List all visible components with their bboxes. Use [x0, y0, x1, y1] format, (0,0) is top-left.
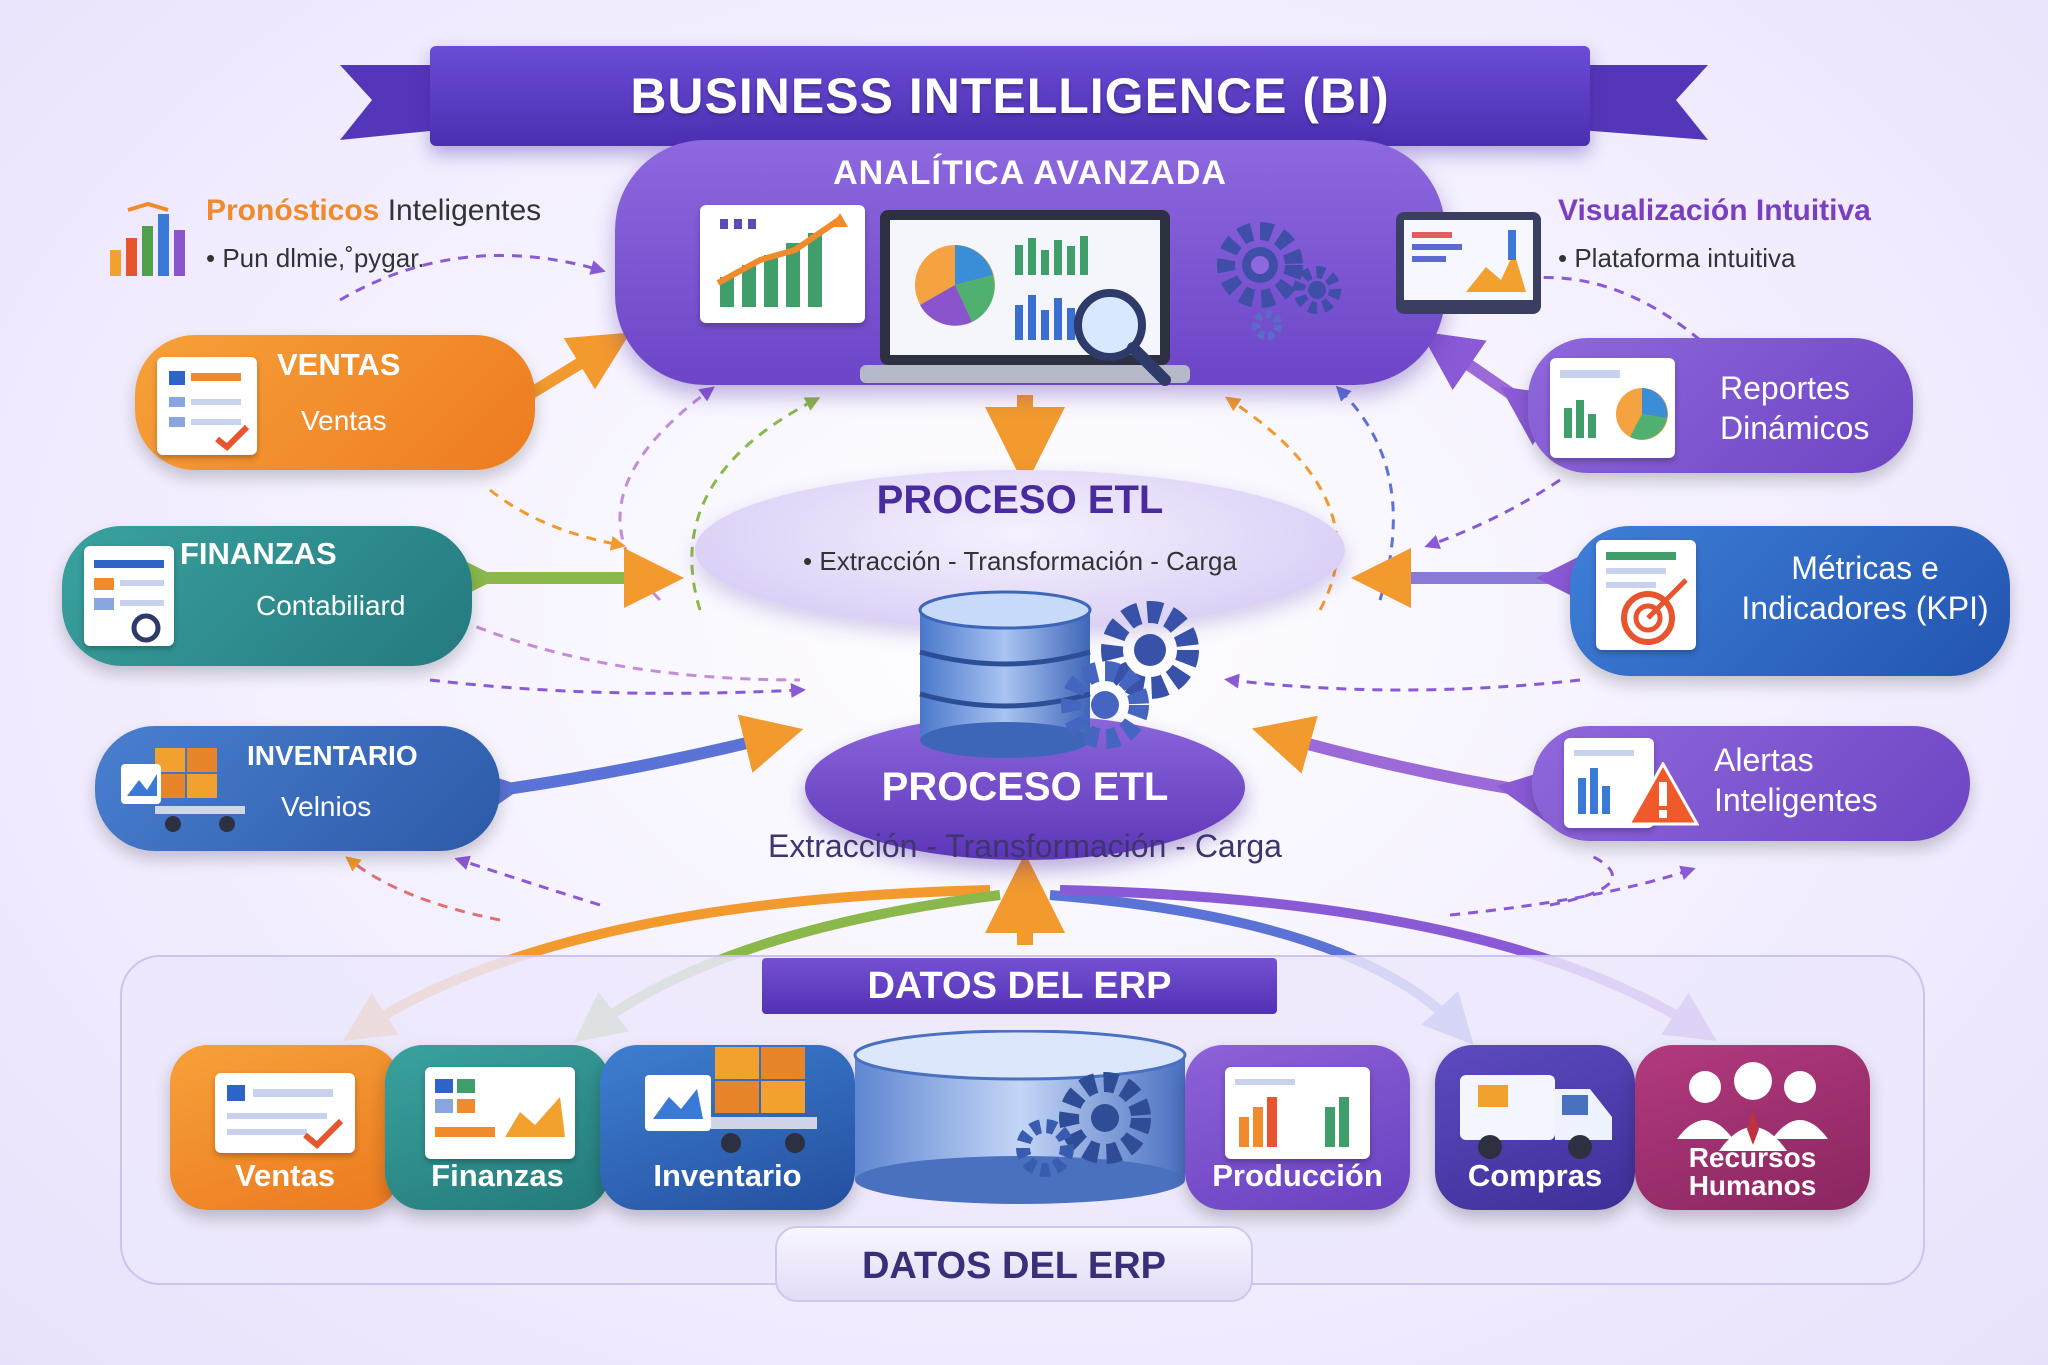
- title-banner: BUSINESS INTELLIGENCE (BI): [430, 46, 1590, 146]
- etl-top-title: PROCESO ETL: [876, 478, 1164, 522]
- inventory-boxes-icon: [121, 748, 245, 832]
- visualization-monitor-icon: [1396, 212, 1541, 314]
- module-reportes[interactable]: Reportes Dinámicos: [1528, 338, 1913, 473]
- dashed-arc-center-left: [618, 386, 715, 602]
- erp-tile-finanzas[interactable]: Finanzas: [385, 1045, 610, 1210]
- erp-tile-inventario-label: Inventario: [653, 1158, 802, 1193]
- visualization-feature-title: Visualización Intuitiva: [1558, 194, 1871, 227]
- module-inventario[interactable]: INVENTARIO Velnios: [95, 726, 500, 851]
- erp-tile-produccion[interactable]: Producción: [1185, 1045, 1410, 1210]
- arrow-reportes-analytics: [1420, 331, 1567, 446]
- erp-tile-ventas[interactable]: Ventas: [170, 1045, 400, 1210]
- erp-tile-inventario[interactable]: Inventario: [600, 1045, 855, 1210]
- analytics-title: ANALÍTICA AVANZADA: [833, 154, 1227, 192]
- erp-bottom-label: DATOS DEL ERP: [775, 1226, 1253, 1302]
- module-inventario-title: INVENTARIO: [247, 740, 418, 771]
- erp-tile-compras-label: Compras: [1467, 1158, 1603, 1193]
- forecast-title-rest: Inteligentes: [387, 194, 542, 227]
- module-kpi[interactable]: Métricas e Indicadores (KPI): [1570, 526, 2010, 676]
- erp-finance-document-icon: [425, 1067, 575, 1159]
- forecast-bar-chart-icon: [110, 201, 185, 276]
- module-ventas-subtitle: Ventas: [301, 405, 387, 436]
- module-alertas[interactable]: Alertas Inteligentes: [1532, 726, 1970, 841]
- arrow-ventas-analytics: [473, 332, 631, 445]
- forecast-feature-subtitle: • Pun dlmie,˚pygar.: [206, 243, 425, 273]
- dashed-right-bottom2: [1549, 853, 1614, 907]
- erp-central-database-icon: [853, 1030, 1187, 1204]
- erp-production-report-icon: [1225, 1067, 1370, 1159]
- module-ventas[interactable]: VENTAS Ventas: [135, 335, 535, 470]
- dashed-arc-center-left2: [690, 397, 821, 611]
- module-reportes-title: Reportes Dinámicos: [1720, 370, 1870, 446]
- laptop-dashboard-icon: [860, 210, 1190, 386]
- module-finanzas[interactable]: FINANZAS Contabiliard: [62, 526, 472, 666]
- etl-bottom-subtitle: Extracción - Transformación - Carga: [768, 828, 1282, 864]
- erp-inventory-boxes-icon: [645, 1047, 817, 1153]
- erp-tile-rrhh-label: Recursos Humanos: [1688, 1142, 1817, 1201]
- module-finanzas-title: FINANZAS: [180, 536, 337, 571]
- module-kpi-title: Métricas e Indicadores (KPI): [1741, 550, 1989, 626]
- dashed-left-down2: [459, 618, 801, 682]
- erp-tile-ventas-label: Ventas: [235, 1158, 335, 1193]
- gears-icon: [1217, 222, 1341, 340]
- module-ventas-title: VENTAS: [277, 347, 401, 382]
- erp-tile-produccion-label: Producción: [1212, 1158, 1383, 1193]
- warning-triangle-icon: [1627, 762, 1699, 826]
- arrow-alertas-etl: [1251, 715, 1561, 826]
- arrow-inventario-etl: [460, 714, 804, 825]
- advanced-analytics-panel: ANALÍTICA AVANZADA: [615, 140, 1445, 386]
- finance-document-icon: [84, 546, 174, 646]
- module-finanzas-subtitle: Contabiliard: [256, 590, 406, 621]
- dashed-left-bottom: [345, 856, 501, 922]
- dashed-right-bottom: [1449, 865, 1696, 917]
- erp-tile-finanzas-label: Finanzas: [431, 1158, 564, 1193]
- forecast-feature-title: Pronósticos Inteligentes: [206, 194, 541, 228]
- forecast-title-colored: Pronósticos: [206, 194, 380, 227]
- erp-top-label: DATOS DEL ERP: [762, 958, 1277, 1014]
- dashed-arc-center-right2: [1225, 396, 1339, 611]
- sales-document-icon: [157, 357, 257, 455]
- module-inventario-subtitle: Velnios: [281, 791, 372, 822]
- dashed-arc-right-mid: [1424, 478, 1561, 550]
- reports-document-icon: [1550, 358, 1675, 458]
- erp-tile-rrhh[interactable]: Recursos Humanos: [1635, 1045, 1870, 1210]
- erp-tile-compras[interactable]: Compras: [1435, 1045, 1635, 1210]
- module-alertas-title: Alertas Inteligentes: [1714, 742, 1878, 818]
- kpi-target-icon: [1596, 540, 1696, 650]
- dashed-arc-left-top: [339, 253, 606, 302]
- dashed-arc-center-right: [1335, 385, 1395, 601]
- dashed-left-bottom2: [454, 855, 601, 907]
- etl-top-subtitle: • Extracción - Transformación - Carga: [803, 546, 1237, 576]
- growth-chart-icon: [700, 205, 865, 323]
- page-title: BUSINESS INTELLIGENCE (BI): [630, 68, 1390, 124]
- database-gears-icon: [918, 590, 1199, 758]
- erp-sales-document-icon: [215, 1073, 355, 1153]
- people-team-icon: [1677, 1062, 1828, 1151]
- etl-disc-title: PROCESO ETL: [881, 765, 1169, 809]
- dashed-arc-right-top: [1444, 276, 1701, 342]
- visualization-feature-subtitle: • Plataforma intuitiva: [1558, 243, 1796, 273]
- delivery-truck-icon: [1460, 1075, 1612, 1159]
